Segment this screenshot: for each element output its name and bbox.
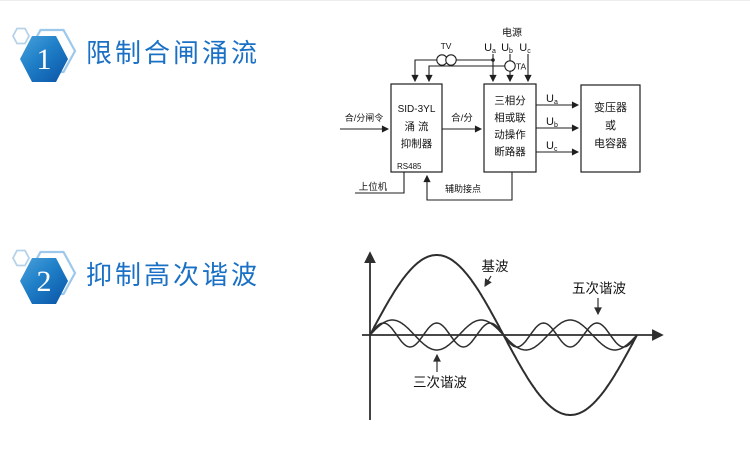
fundamental-label: 基波	[482, 258, 509, 274]
badge-number: 1	[37, 43, 52, 76]
breaker-line-2: 相或联	[494, 111, 526, 124]
fifth-harmonic-label: 五次谐波	[572, 281, 626, 296]
section-1-title: 限制合闸涌流	[86, 38, 261, 68]
current-transformer-icon	[504, 60, 516, 72]
section-2-badge: 2	[11, 249, 77, 304]
wire-ta-sense	[425, 65, 505, 83]
load-box	[580, 84, 641, 173]
wire-host	[355, 172, 405, 194]
suppressor-line-3: 抑制器	[401, 137, 433, 150]
phase-label-a: Ua	[484, 42, 496, 55]
badge-small-hexagon-icon	[11, 27, 31, 45]
output-label-b: Ub	[546, 116, 558, 129]
suppressor-line-1: SID-3YL	[398, 104, 436, 115]
wire-tv-sense	[411, 59, 493, 83]
badge-main-hexagon	[20, 36, 68, 82]
wire-aux-feedback	[423, 172, 513, 201]
power-label: 电源	[502, 26, 522, 39]
aux-label: 辅助接点	[445, 183, 481, 194]
breaker-box	[483, 83, 537, 173]
suppressor-box	[390, 83, 443, 173]
section-2-title: 抑制高次谐波	[86, 260, 261, 290]
breaker-line-1: 三相分	[494, 94, 526, 107]
close-open-label: 合/分	[451, 112, 473, 124]
fundamental-pointer-arrow	[484, 275, 492, 288]
voltage-transformer-icon	[445, 54, 457, 66]
load-line-1: 变压器	[594, 100, 627, 114]
badge-main-hexagon	[20, 258, 68, 304]
inrush-block-diagram: 电源 Ua Ub Uc TV TA 合/分闸令 SID-3YL 涌 流 抑制器 …	[340, 26, 641, 201]
phase-label-c: Uc	[519, 42, 531, 55]
badge-small-hexagon-icon	[11, 249, 31, 267]
rs485-label: RS485	[397, 162, 422, 171]
phase-label-b: Ub	[501, 42, 513, 55]
tv-label: TV	[441, 41, 452, 51]
breaker-line-4: 断路器	[494, 145, 526, 158]
third-harmonic-label: 三次谐波	[413, 375, 467, 390]
junction-dot	[491, 58, 495, 62]
section-1-badge: 1	[11, 27, 77, 82]
wires	[340, 54, 580, 201]
output-label-c: Uc	[546, 140, 558, 153]
suppressor-line-2: 涌 流	[405, 120, 429, 133]
load-line-3: 电容器	[594, 136, 627, 150]
harmonics-waveform-diagram: 基波 五次谐波 三次谐波	[362, 251, 664, 420]
output-label-a: Ua	[546, 93, 558, 106]
load-line-2: 或	[605, 119, 616, 132]
badge-number: 2	[37, 265, 52, 298]
command-label: 合/分闸令	[345, 112, 384, 123]
page-top-divider	[0, 0, 750, 1]
host-label: 上位机	[359, 181, 388, 193]
ta-label: TA	[516, 62, 527, 72]
breaker-line-3: 动操作	[494, 128, 526, 141]
